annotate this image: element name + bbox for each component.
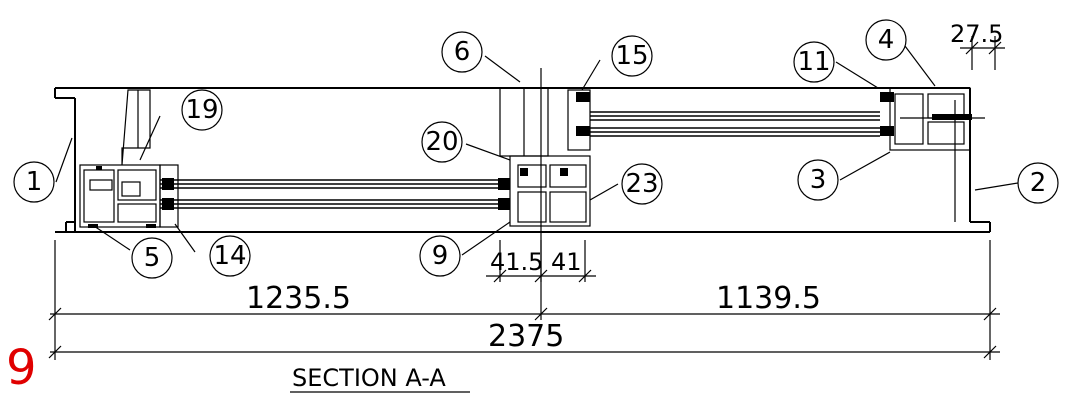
callout-20: 20 xyxy=(421,121,463,163)
sheet-number: 9 xyxy=(6,340,37,396)
dimension-41-5: 41.5 xyxy=(490,248,543,276)
callout-9-label: 9 xyxy=(432,241,449,271)
dimension-overall-text: 2375 xyxy=(488,319,564,354)
dimension-right-panel: 1139.5 xyxy=(716,281,821,316)
dimension-panels: 1235.5 1139.5 xyxy=(48,240,1000,360)
section-title-text: SECTION A-A xyxy=(292,364,446,392)
callout-15: 15 xyxy=(611,35,653,77)
callout-15-label: 15 xyxy=(615,41,648,71)
callout-20-label: 20 xyxy=(425,127,458,157)
callout-19-label: 19 xyxy=(185,95,218,125)
callout-5-label: 5 xyxy=(144,243,161,273)
callout-2-label: 2 xyxy=(1030,168,1047,198)
dimension-top-right: 27.5 xyxy=(950,20,1005,70)
callout-5: 5 xyxy=(131,237,173,279)
callout-9: 9 xyxy=(419,235,461,277)
dimension-mid: 41.5 41 xyxy=(486,240,596,283)
callout-3: 3 xyxy=(797,159,839,201)
central-interlock xyxy=(499,68,591,320)
callout-11: 11 xyxy=(793,41,835,83)
left-jamb-profile xyxy=(79,89,179,228)
callout-3-label: 3 xyxy=(810,165,827,195)
section-title: SECTION A-A xyxy=(290,364,470,393)
callout-6: 6 xyxy=(441,31,483,73)
dimension-27-5: 27.5 xyxy=(950,20,1003,48)
callout-11-label: 11 xyxy=(797,47,830,77)
dimension-overall: 2375 xyxy=(48,319,1000,359)
callout-leaders xyxy=(55,45,1019,256)
callout-14: 14 xyxy=(209,235,251,277)
dimension-41: 41 xyxy=(551,248,582,276)
callout-2: 2 xyxy=(1017,162,1059,204)
right-jamb-profile xyxy=(889,87,985,151)
callout-6-label: 6 xyxy=(454,37,471,67)
callout-4: 4 xyxy=(865,19,907,61)
callout-4-label: 4 xyxy=(878,25,895,55)
left-glass-panel xyxy=(160,178,510,210)
callout-23-label: 23 xyxy=(625,169,658,199)
callout-14-label: 14 xyxy=(213,241,246,271)
dimension-left-panel: 1235.5 xyxy=(246,281,351,316)
right-glass-panel xyxy=(567,89,894,151)
callout-19: 19 xyxy=(181,89,223,131)
callout-23: 23 xyxy=(621,163,663,205)
callout-1-label: 1 xyxy=(26,167,43,197)
callout-1: 1 xyxy=(13,161,55,203)
